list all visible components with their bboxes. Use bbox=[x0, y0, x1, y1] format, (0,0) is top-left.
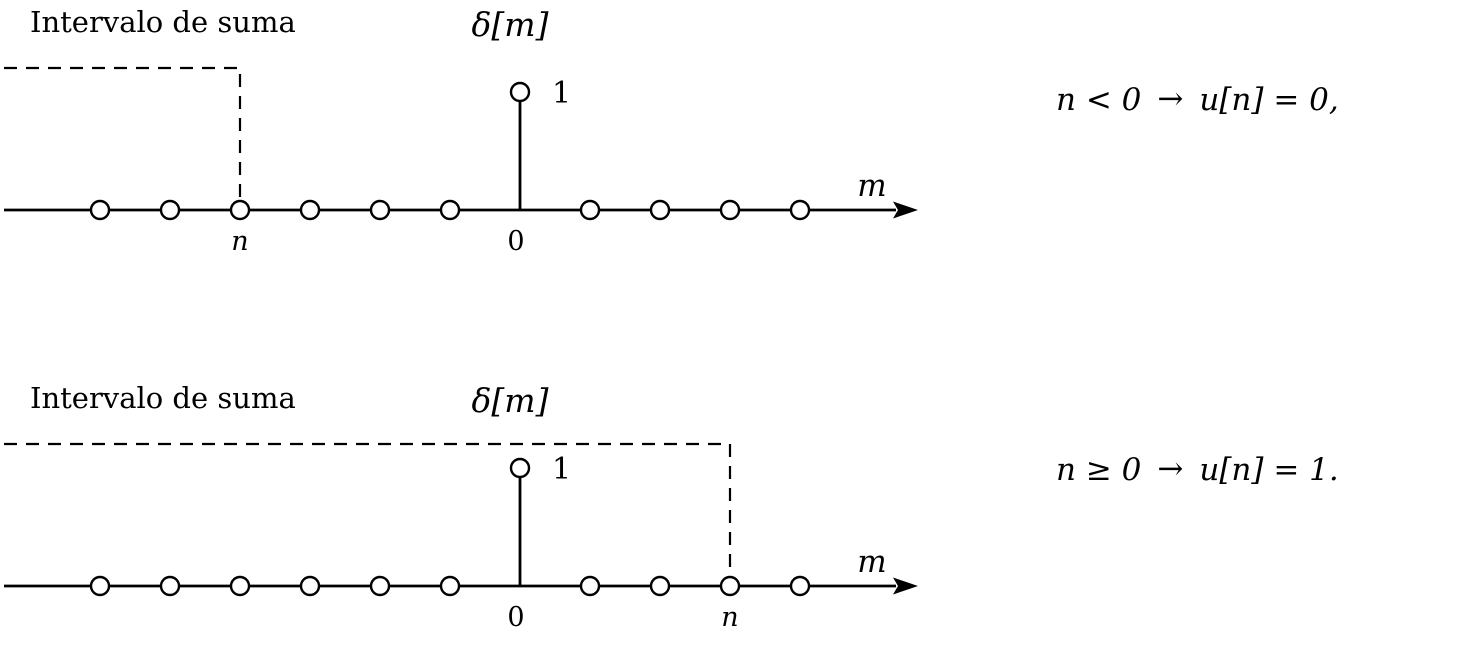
sample-circle bbox=[89, 199, 111, 221]
sample-circle bbox=[229, 575, 251, 597]
equation-result: u[n] = 1. bbox=[1199, 452, 1339, 488]
impulse-circle bbox=[509, 457, 531, 479]
axis-label: m bbox=[857, 168, 886, 204]
sample-circle bbox=[649, 199, 671, 221]
axis-arrowhead-icon bbox=[893, 201, 918, 219]
sample-circle bbox=[579, 575, 601, 597]
delta-sum-diagram-positive-n: Intervalo de suma δ[m]1 m 0 n bbox=[4, 381, 918, 633]
stem-value-label: 1 bbox=[552, 452, 571, 487]
equation-condition: n ≥ 0 bbox=[1056, 452, 1142, 488]
axis-arrowhead-icon bbox=[893, 577, 918, 595]
n-boundary-label: n bbox=[231, 226, 248, 257]
sample-circle bbox=[159, 575, 181, 597]
delta-label: δ[m] bbox=[472, 381, 549, 420]
sample-circle bbox=[159, 199, 181, 221]
sample-circle bbox=[369, 199, 391, 221]
equation-result: u[n] = 0, bbox=[1199, 82, 1339, 118]
sample-circle bbox=[789, 199, 811, 221]
equation-positive-n: n ≥ 0 → u[n] = 1. bbox=[1056, 448, 1339, 492]
sample-circle bbox=[789, 575, 811, 597]
sample-circle bbox=[649, 575, 671, 597]
stem-value-label: 1 bbox=[552, 76, 571, 111]
sample-circle bbox=[229, 199, 251, 221]
summation-interval-dashed-line bbox=[4, 66, 242, 199]
impulse-circle bbox=[509, 81, 531, 103]
delta-sum-diagram-negative-n: Intervalo de suma δ[m]1 m 0 n bbox=[4, 5, 918, 257]
sample-circle bbox=[579, 199, 601, 221]
equation-condition: n < 0 bbox=[1056, 82, 1142, 118]
axis-label: m bbox=[857, 544, 886, 580]
sample-circle bbox=[439, 199, 461, 221]
sample-circle bbox=[439, 575, 461, 597]
summation-interval-dashed-line bbox=[4, 442, 732, 575]
sample-circle bbox=[719, 199, 741, 221]
sample-circle bbox=[719, 575, 741, 597]
sample-circle bbox=[89, 575, 111, 597]
implies-arrow-icon: → bbox=[1157, 451, 1184, 487]
origin-label: 0 bbox=[507, 226, 524, 257]
n-boundary-label: n bbox=[721, 602, 738, 633]
origin-label: 0 bbox=[507, 602, 524, 633]
equation-negative-n: n < 0 → u[n] = 0, bbox=[1056, 78, 1339, 122]
sample-circle bbox=[299, 199, 321, 221]
implies-arrow-icon: → bbox=[1157, 81, 1184, 117]
interval-label: Intervalo de suma bbox=[30, 381, 296, 415]
interval-label: Intervalo de suma bbox=[30, 5, 296, 39]
sample-circle bbox=[299, 575, 321, 597]
delta-label: δ[m] bbox=[472, 5, 549, 44]
sample-circle bbox=[369, 575, 391, 597]
